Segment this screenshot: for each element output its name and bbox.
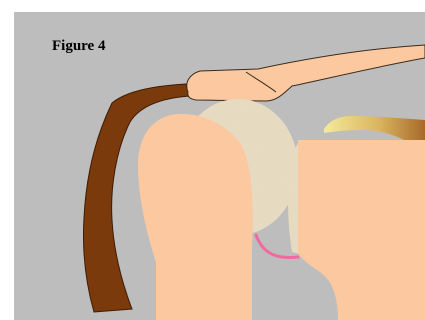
figure-title: Figure 4 — [52, 38, 105, 55]
